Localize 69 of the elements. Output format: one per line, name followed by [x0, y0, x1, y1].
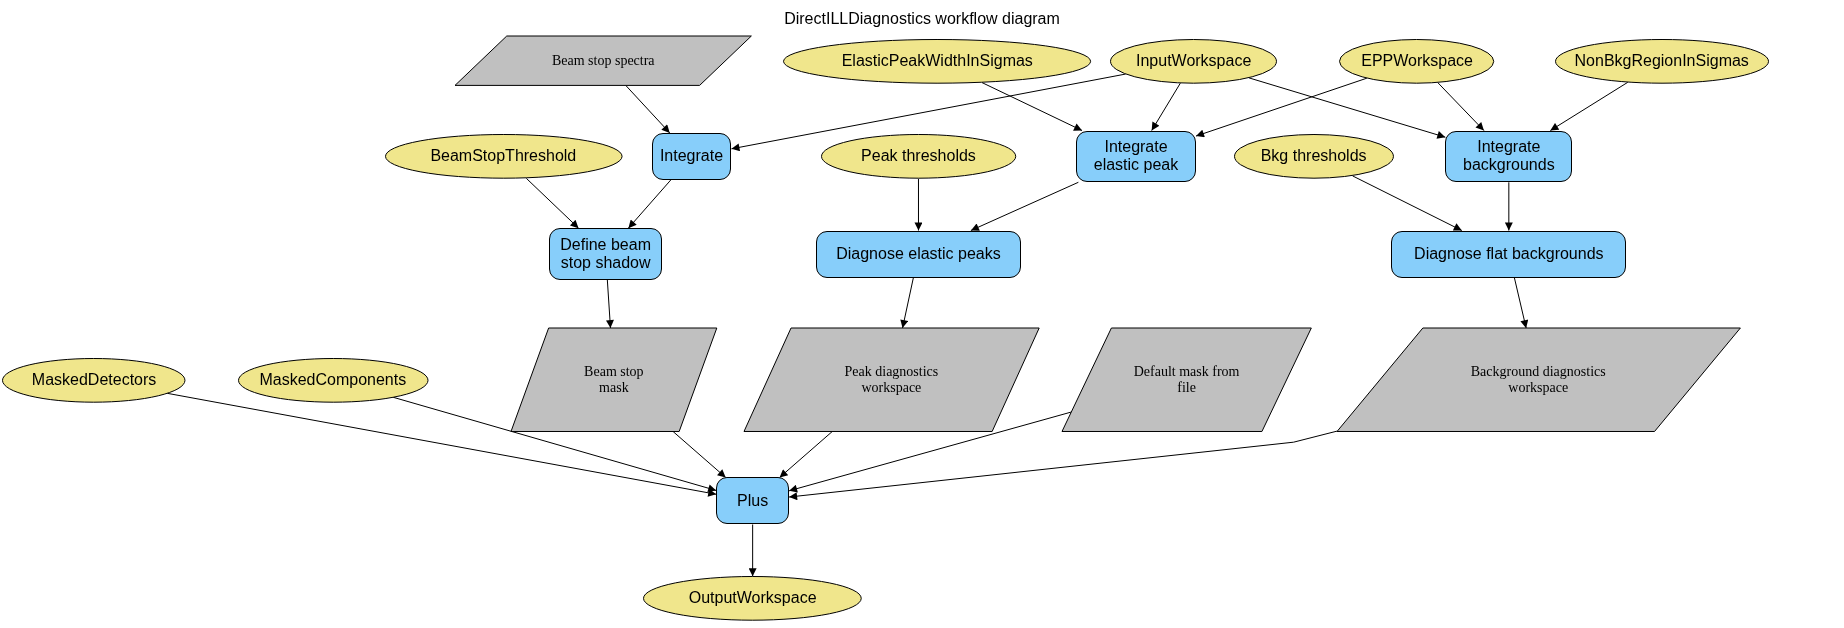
arrow — [1504, 181, 1513, 231]
arrow — [1352, 175, 1463, 231]
node-label: Peak diagnostics workspace — [843, 363, 940, 396]
arrow — [1151, 82, 1181, 132]
node-label: MaskedComponents — [259, 370, 407, 390]
diagram-title: DirectILLDiagnostics workflow diagram — [783, 10, 1061, 28]
parameter-ellipse — [783, 38, 1092, 84]
parameter-ellipse — [643, 576, 862, 621]
node-label: EPPWorkspace — [1361, 51, 1473, 71]
arrow — [166, 392, 717, 497]
parameter-ellipse — [1554, 38, 1769, 84]
workspace-parallelogram — [1336, 328, 1740, 432]
arrow — [625, 85, 671, 134]
arrow — [748, 524, 757, 577]
node-label: Bkg thresholds — [1260, 147, 1367, 166]
arrow — [731, 73, 1127, 152]
workspace-parallelogram — [743, 328, 1039, 432]
arrow — [788, 411, 1072, 493]
process-box — [651, 132, 732, 180]
node-label: Beam stop spectra — [551, 53, 655, 70]
arrow — [1248, 77, 1446, 139]
node-label: NonBkgRegionInSigmas — [1574, 51, 1749, 71]
node-label: Define beam stop shadow — [559, 235, 652, 273]
arrow — [914, 178, 923, 231]
workspace-parallelogram — [510, 328, 717, 432]
node-label: Beam stop mask — [583, 363, 645, 396]
arrow — [627, 179, 672, 229]
parameter-ellipse — [2, 357, 186, 403]
node-label: ElasticPeakWidthInSigmas — [841, 51, 1033, 71]
parameter-ellipse — [820, 134, 1017, 179]
arrow — [672, 431, 727, 478]
process-box — [549, 228, 663, 280]
process-box — [1445, 130, 1573, 183]
arrow — [1195, 77, 1368, 138]
arrow — [900, 277, 914, 329]
arrow — [525, 177, 580, 229]
arrow — [788, 430, 1338, 501]
process-box — [815, 230, 1022, 278]
arrow — [1549, 81, 1629, 132]
node-label: OutputWorkspace — [688, 589, 817, 608]
arrow — [392, 396, 717, 493]
node-label: Integrate elastic peak — [1092, 138, 1180, 175]
workspace-parallelogram — [455, 36, 752, 86]
node-label: BeamStopThreshold — [430, 147, 577, 166]
arrow — [779, 431, 833, 478]
process-box — [716, 477, 790, 525]
node-label: Diagnose flat backgrounds — [1414, 244, 1604, 264]
parameter-ellipse — [1233, 134, 1394, 179]
parameter-ellipse — [1110, 38, 1278, 84]
parameter-ellipse — [384, 134, 623, 179]
node-label: Integrate backgrounds — [1462, 138, 1556, 175]
parameter-ellipse — [237, 357, 429, 403]
arrow — [970, 181, 1079, 231]
arrow — [606, 279, 614, 329]
node-label: Peak thresholds — [861, 147, 976, 166]
node-label: InputWorkspace — [1136, 51, 1252, 71]
node-label: Background diagnostics workspace — [1469, 363, 1607, 396]
node-label: Diagnose elastic peaks — [836, 244, 1001, 264]
node-label: Default mask from file — [1132, 363, 1241, 396]
process-box — [1391, 230, 1627, 278]
workspace-parallelogram — [1061, 328, 1312, 432]
arrow — [981, 82, 1083, 132]
node-label: MaskedDetectors — [31, 370, 157, 390]
node-label: Integrate — [659, 147, 724, 166]
node-label: Plus — [737, 491, 769, 511]
arrow — [1513, 277, 1529, 329]
arrow — [1437, 82, 1485, 132]
parameter-ellipse — [1339, 38, 1495, 84]
process-box — [1076, 130, 1196, 183]
